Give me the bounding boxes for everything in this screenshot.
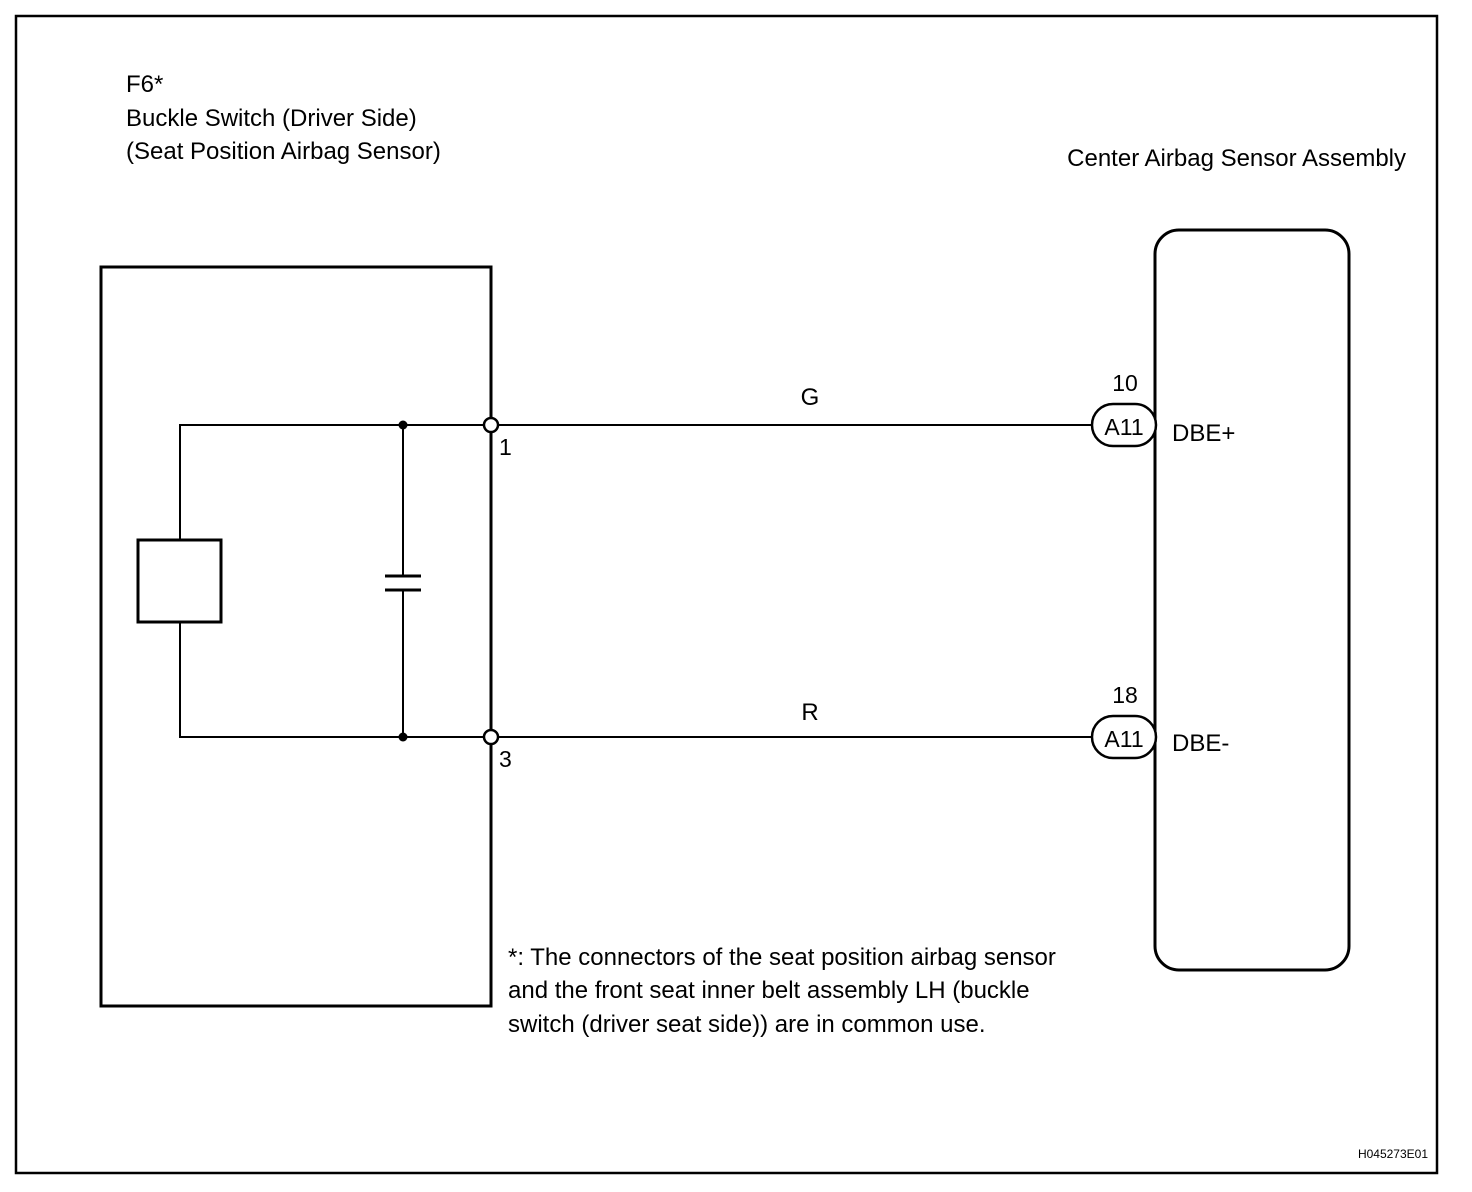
footnote-line-2: and the front seat inner belt assembly L… bbox=[508, 977, 1030, 1004]
pin-10-label: 10 bbox=[1112, 370, 1138, 396]
junction-dot-top bbox=[398, 420, 408, 430]
pin-18-label: 18 bbox=[1112, 682, 1138, 708]
terminal-3-label: 3 bbox=[499, 746, 512, 772]
terminal-1-label: 1 bbox=[499, 434, 512, 460]
connector-a11-top bbox=[1090, 402, 1158, 448]
component-name: Buckle Switch (Driver Side) bbox=[126, 105, 417, 132]
terminal-3 bbox=[482, 728, 500, 746]
footnote-line-3: switch (driver seat side)) are in common… bbox=[508, 1011, 986, 1038]
terminal-1 bbox=[482, 416, 500, 434]
connector-label-top: A11 bbox=[1104, 414, 1143, 440]
signal-dbe-plus: DBE+ bbox=[1172, 420, 1235, 447]
footnote-line-1: *: The connectors of the seat position a… bbox=[508, 944, 1056, 971]
component-subname: (Seat Position Airbag Sensor) bbox=[126, 138, 441, 165]
component-code: F6* bbox=[126, 71, 163, 98]
sensor-element bbox=[136, 538, 223, 624]
figure-code: H045273E01 bbox=[1358, 1147, 1428, 1161]
wire-color-g: G bbox=[801, 384, 820, 411]
center-airbag-sensor-box bbox=[1153, 228, 1351, 972]
connector-label-bottom: A11 bbox=[1104, 726, 1143, 752]
switch-internal-circuit bbox=[179, 424, 490, 738]
wire-color-r: R bbox=[801, 699, 818, 726]
signal-dbe-minus: DBE- bbox=[1172, 730, 1229, 757]
capacitor-symbol bbox=[385, 574, 421, 592]
buckle-switch-box bbox=[99, 265, 493, 1008]
ecu-name: Center Airbag Sensor Assembly bbox=[1067, 145, 1406, 172]
diagram-frame bbox=[14, 14, 1439, 1175]
connector-a11-bottom bbox=[1090, 714, 1158, 760]
junction-dot-bottom bbox=[398, 732, 408, 742]
